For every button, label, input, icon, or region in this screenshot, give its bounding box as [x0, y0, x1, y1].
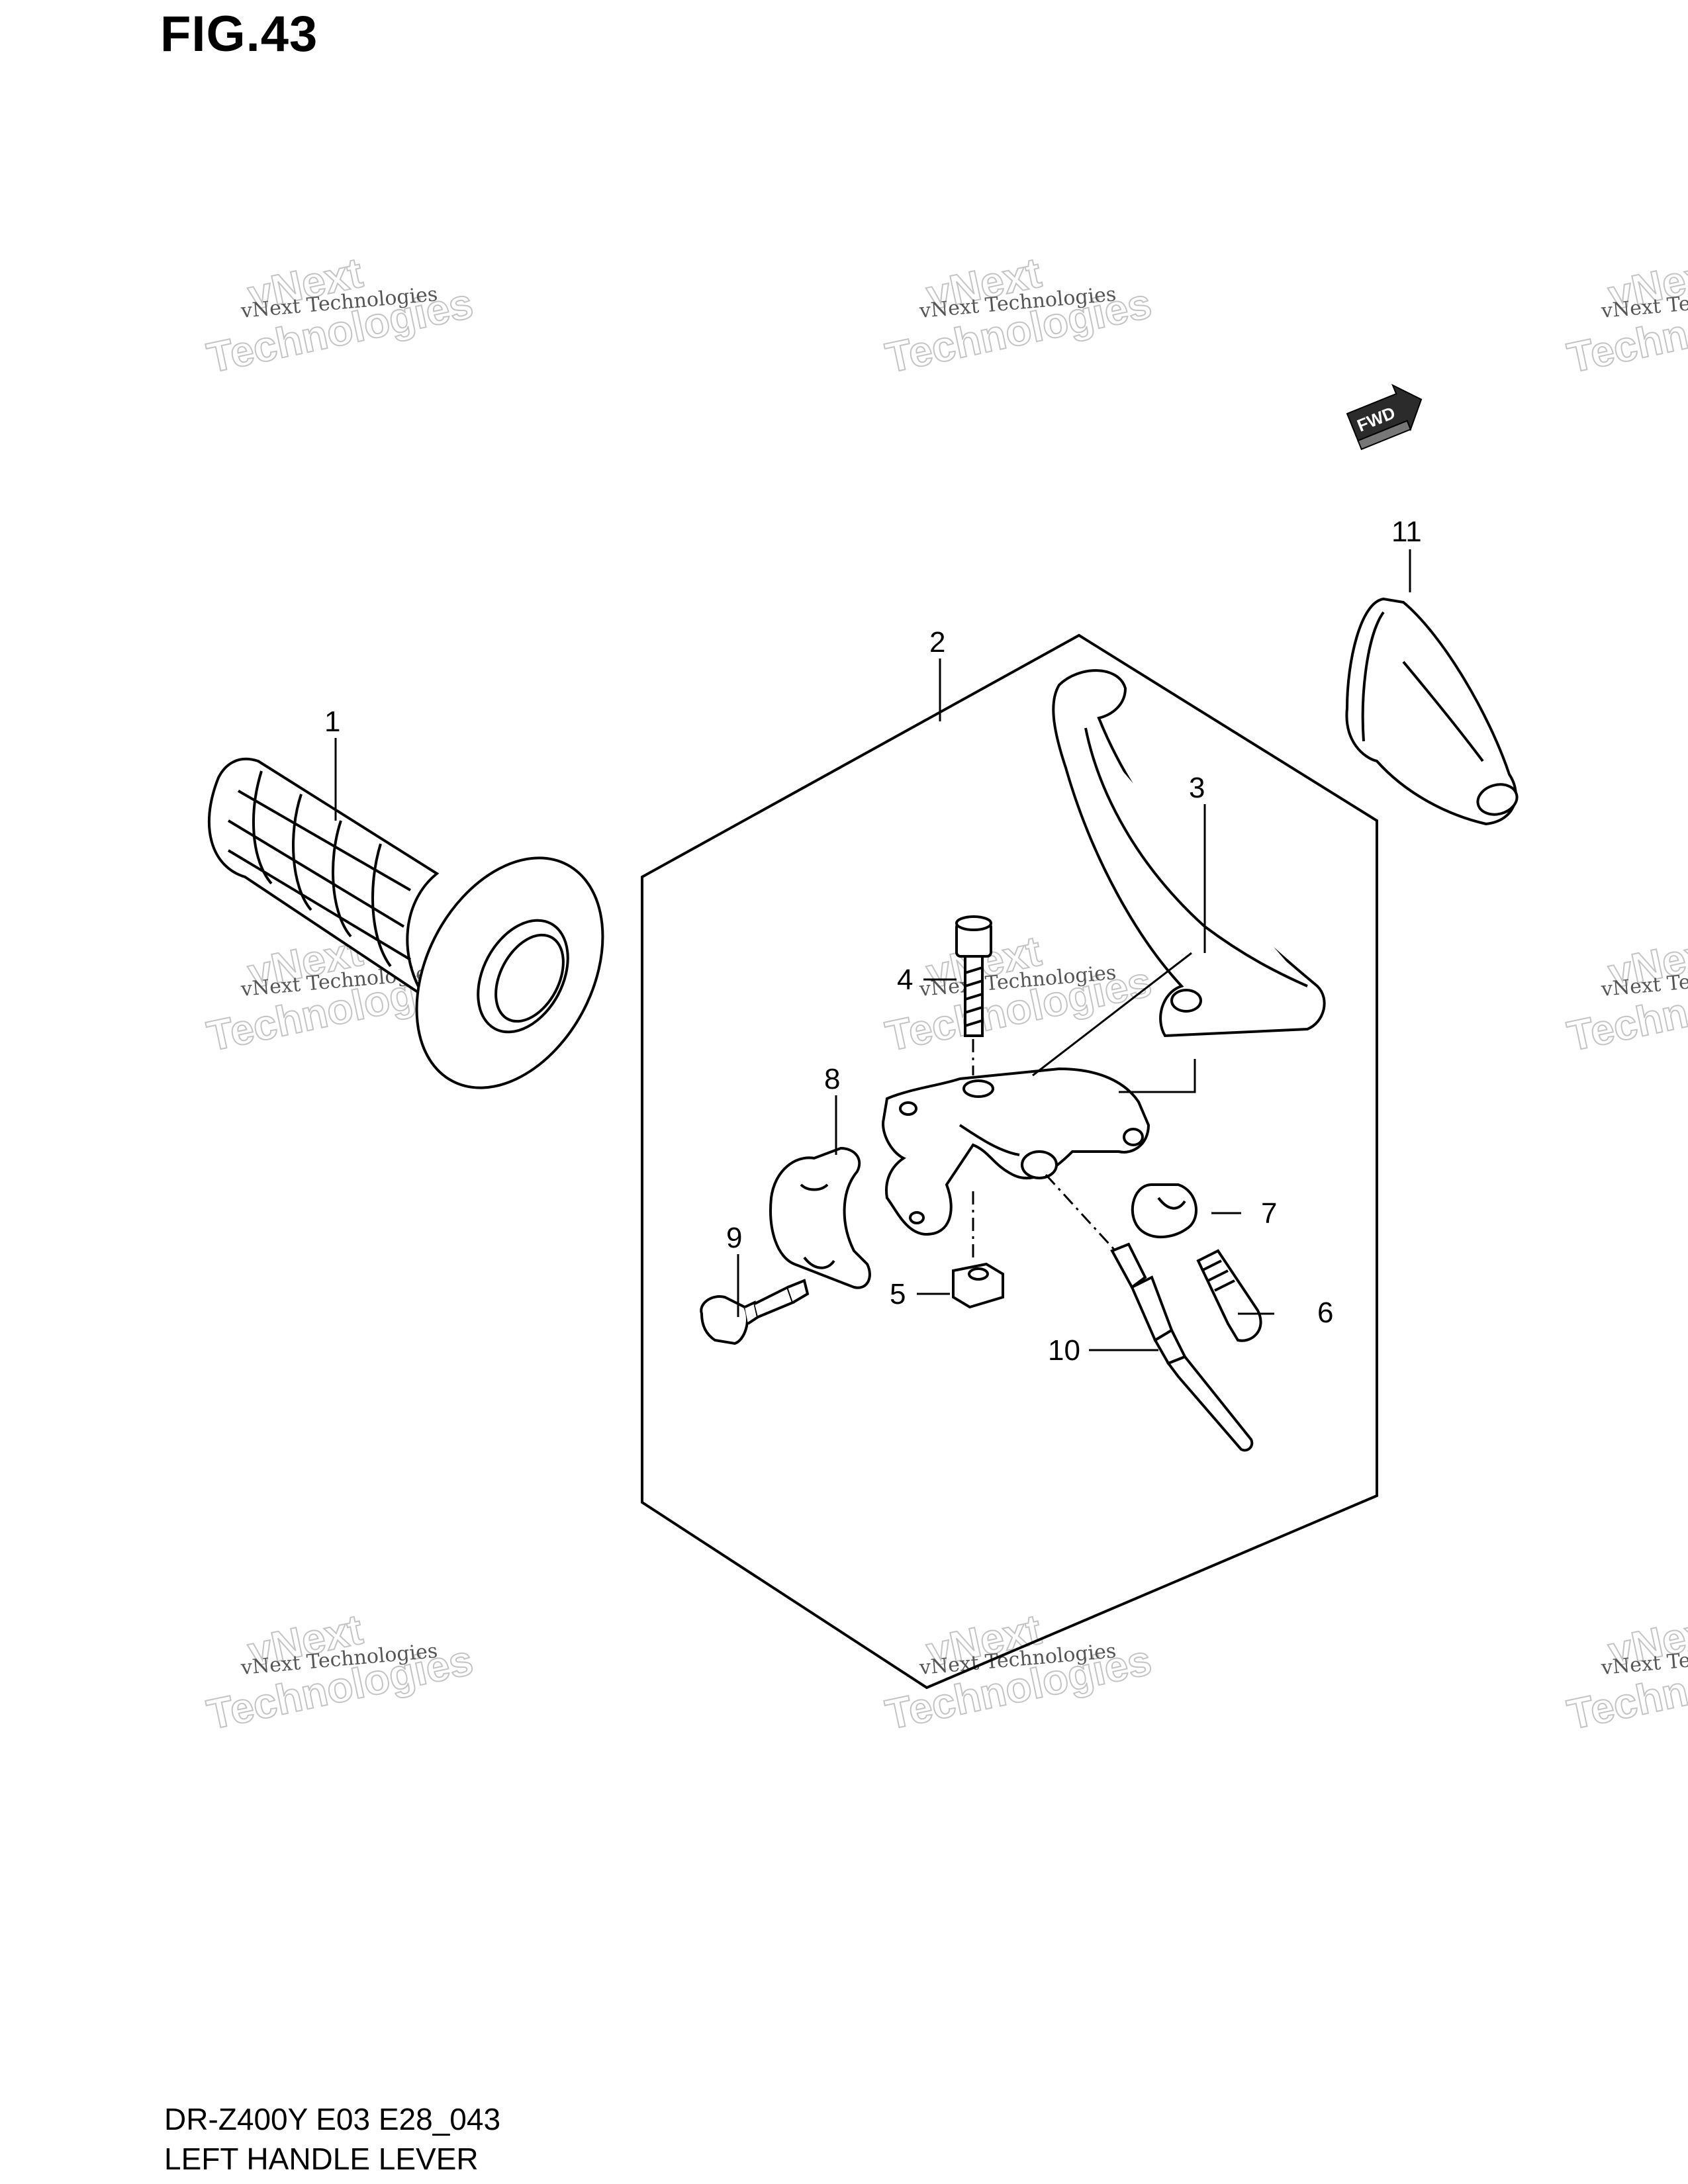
- callout-7: 7: [1261, 1197, 1277, 1230]
- callout-1: 1: [324, 705, 340, 738]
- callout-5: 5: [890, 1278, 906, 1310]
- pivot-nut: [952, 1262, 1004, 1309]
- callout-10: 10: [1048, 1334, 1080, 1367]
- callout-4: 4: [897, 964, 913, 996]
- callout-11: 11: [1391, 516, 1422, 548]
- figure-title: FIG.43: [160, 6, 318, 62]
- handlebar-grip: [207, 757, 604, 1089]
- callout-8: 8: [824, 1063, 840, 1095]
- callout-9: 9: [726, 1222, 742, 1254]
- callout-labels: 1 2 3 4 5 6 7 8 9 10 11: [324, 516, 1422, 1367]
- pivot-bolt: [955, 915, 992, 1037]
- lever-holder: [882, 1067, 1150, 1236]
- clutch-lever: [1052, 669, 1326, 1038]
- model-code: DR-Z400Y E03 E28_043: [164, 2102, 501, 2136]
- clutch-cable: [1110, 1242, 1254, 1452]
- leader-lines: [334, 549, 1411, 1351]
- cable-adjuster: [1196, 1249, 1262, 1342]
- clamp-bolt: [700, 1279, 810, 1345]
- callout-6: 6: [1317, 1297, 1333, 1329]
- assembly-boundary: [641, 633, 1378, 1690]
- forward-direction-arrow: FWD: [1346, 383, 1423, 451]
- diagram-name: LEFT HANDLE LEVER: [164, 2142, 479, 2176]
- callout-2: 2: [929, 626, 945, 659]
- callout-3: 3: [1189, 772, 1205, 804]
- adjuster-bushing: [1131, 1183, 1197, 1239]
- lever-cover: [1345, 597, 1519, 826]
- holder-clamp: [769, 1146, 871, 1289]
